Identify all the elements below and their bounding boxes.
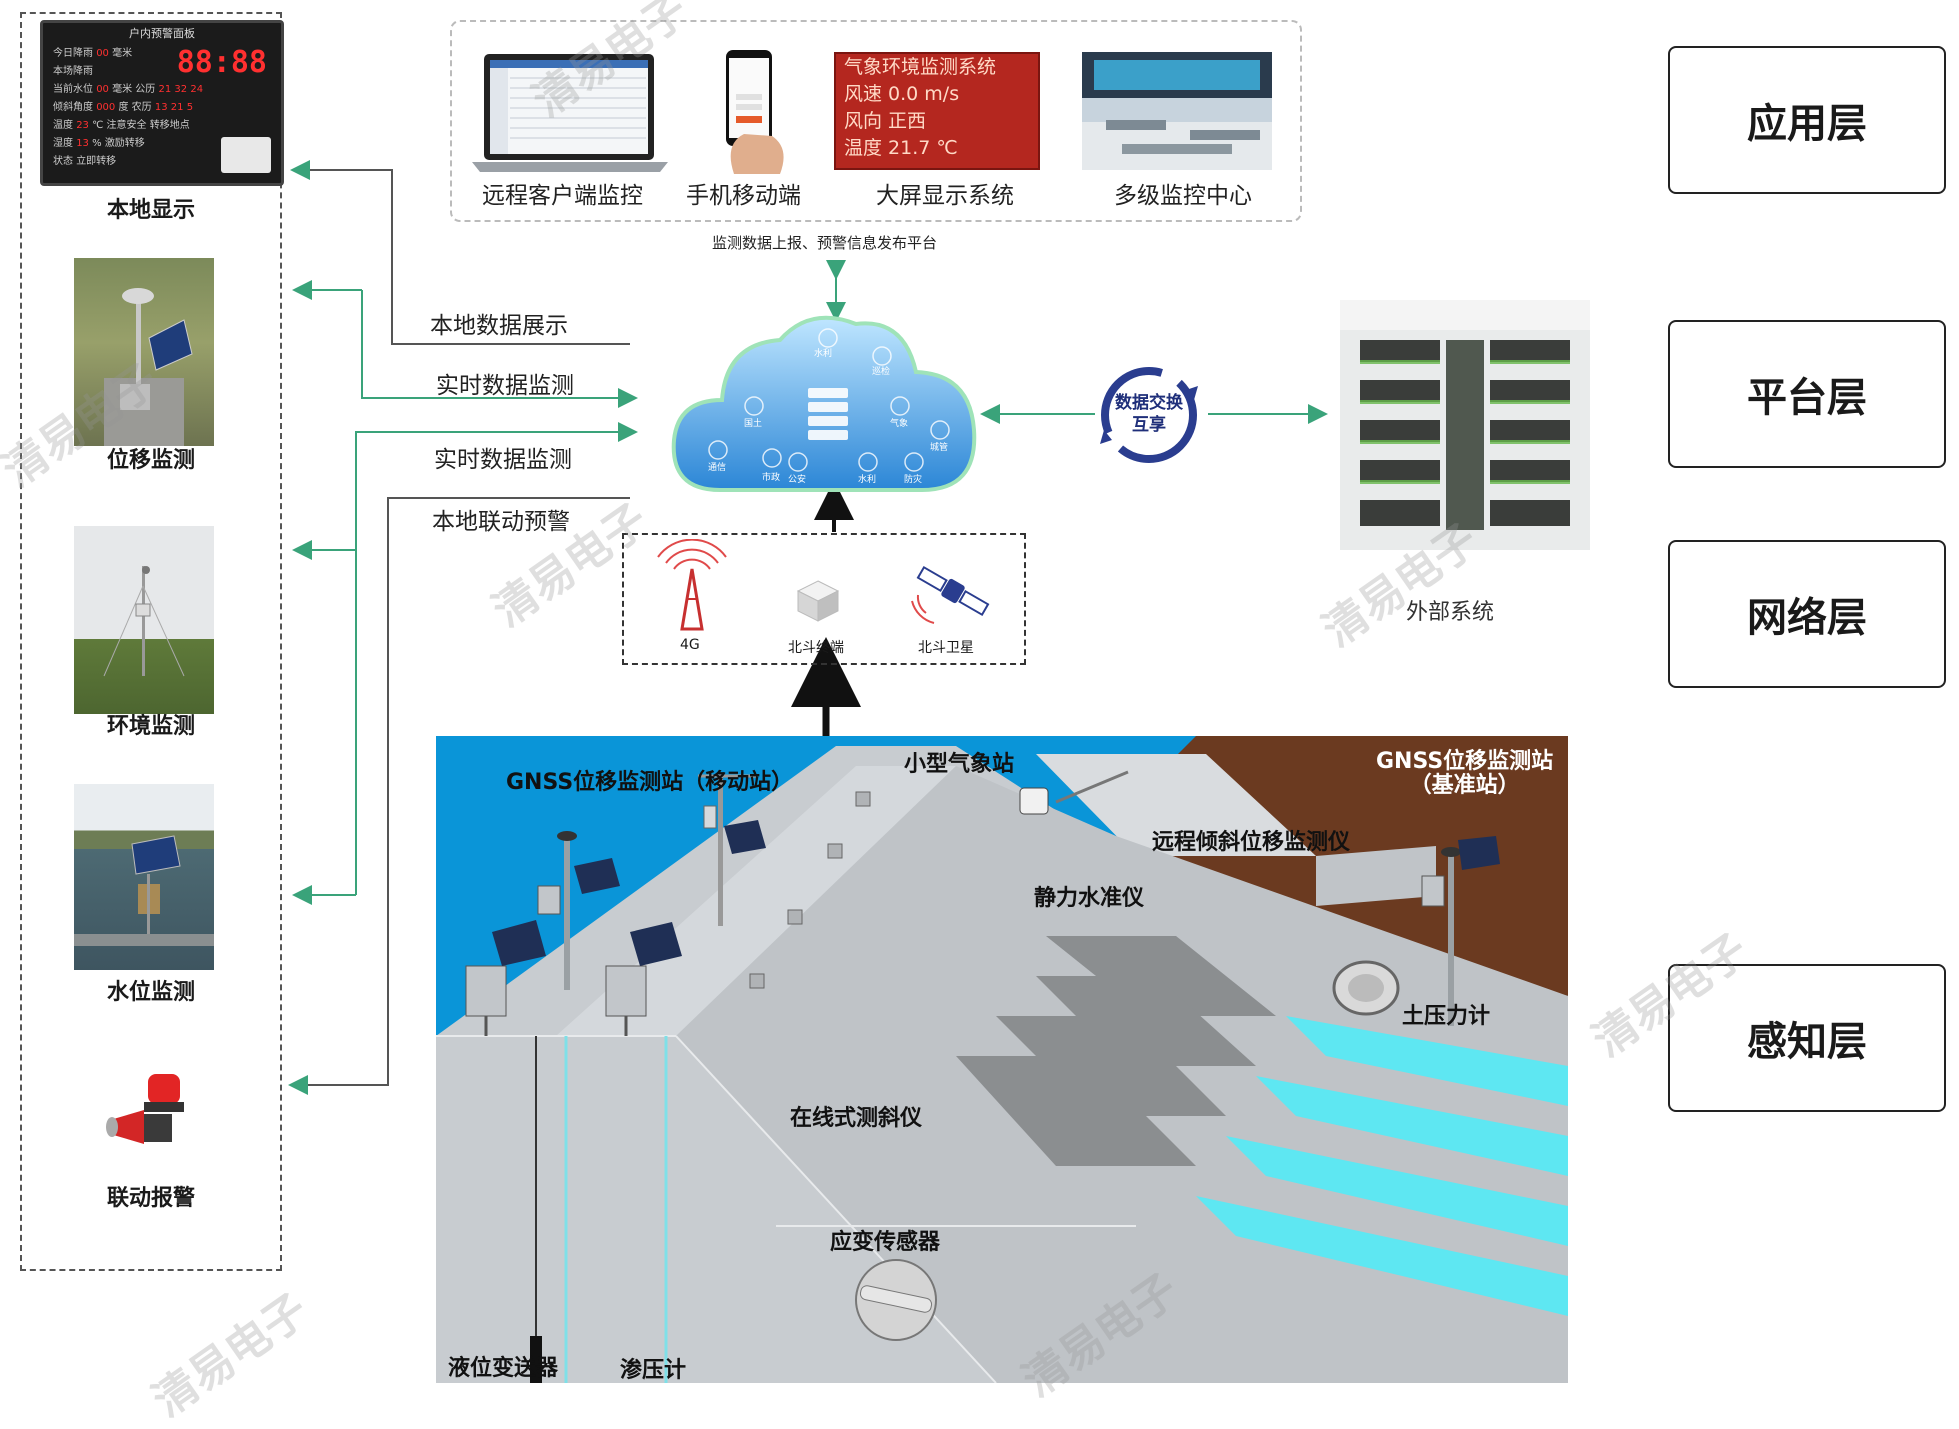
static-level-label: 静力水准仪 — [1034, 886, 1145, 911]
cloud-tag-weather: 气象 — [890, 419, 909, 429]
local-display-label: 本地显示 — [106, 198, 195, 223]
beidou-terminal-icon — [796, 579, 840, 623]
tower-icon — [652, 538, 732, 635]
led-row: 湿度 13 % 激励转移 — [53, 138, 145, 149]
flow-label-realtime-1: 实时数据监测 — [436, 373, 574, 399]
displacement-label: 位移监测 — [106, 448, 195, 473]
network-4g-label: 4G — [680, 637, 700, 653]
gnss-base-label: GNSS位移监测站 （基准站） — [1376, 750, 1553, 798]
cloud-tag-water: 水利 — [814, 349, 833, 359]
layer-perception: 感知层 — [1668, 964, 1946, 1112]
flow-label-local-display: 本地数据展示 — [430, 313, 568, 339]
inclinometer-label: 在线式测斜仪 — [790, 1106, 923, 1131]
mobile-label: 手机移动端 — [686, 183, 801, 209]
cloud-tag-police: 公安 — [788, 475, 807, 485]
cloud-tag-comm: 通信 — [708, 463, 727, 473]
cloud-tag-patrol: 巡检 — [872, 367, 891, 377]
flow-line-local-display — [290, 160, 630, 345]
connector-lines — [288, 160, 1328, 1095]
exchange-badge: 数据交换互享 — [1094, 360, 1204, 470]
cloud-tag-water-2: 水利 — [858, 475, 877, 485]
led-board-title: 户内预警面板 — [129, 27, 195, 40]
alarm-label: 联动报警 — [106, 1186, 195, 1211]
led-row: 状态 立即转移 — [53, 156, 117, 167]
application-box: 远程客户端监控 手机移动端 气象环境监测系统 风速 0.0 m/s 风向 正西 … — [450, 20, 1302, 222]
water-level-label: 水位监测 — [106, 980, 195, 1005]
displacement-photo — [74, 258, 214, 446]
led-row: 当前水位 00 毫米 公历 21 32 24 — [53, 84, 204, 95]
led-line-4: 温度 21.7 ℃ — [844, 137, 958, 159]
water-level-photo — [74, 784, 214, 970]
gnss-mobile-label: GNSS位移监测站（移动站） — [506, 770, 794, 795]
remote-client-label: 远程客户端监控 — [482, 183, 643, 209]
flow-line-realtime-1 — [361, 290, 638, 408]
strain-sensor-label: 应变传感器 — [830, 1230, 941, 1255]
phone-image — [714, 48, 794, 178]
flow-label-linkage: 本地联动预警 — [432, 509, 570, 535]
cloud-tag-land: 国土 — [744, 419, 763, 429]
seepage-meter-label: 渗压计 — [620, 1358, 687, 1383]
platform-caption: 监测数据上报、预警信息发布平台 — [712, 234, 938, 252]
cloud-tag-urban: 城管 — [930, 443, 949, 453]
field-scene: GNSS位移监测站（移动站） 小型气象站 GNSS位移监测站 （基准站） 远程倾… — [436, 736, 1568, 1384]
layer-network: 网络层 — [1668, 540, 1946, 688]
alarm-photo — [100, 1066, 200, 1166]
layer-application: 应用层 — [1668, 46, 1946, 194]
led-line-1: 气象环境监测系统 — [844, 56, 997, 78]
beidou-terminal-label: 北斗终端 — [788, 640, 844, 656]
weather-station-label: 小型气象站 — [904, 752, 1015, 777]
tilt-monitor-label: 远程倾斜位移监测仪 — [1152, 830, 1351, 855]
big-screen-label: 大屏显示系统 — [876, 183, 1014, 209]
led-line-3: 风向 正西 — [844, 110, 927, 132]
environment-label: 环境监测 — [106, 714, 195, 739]
layer-platform: 平台层 — [1668, 320, 1946, 468]
network-box: 4G 北斗终端 北斗卫星 — [622, 533, 1026, 665]
led-row: 今日降雨 00 毫米 — [53, 48, 133, 59]
big-screen-image: 气象环境监测系统 风速 0.0 m/s 风向 正西 温度 21.7 ℃ — [834, 52, 1040, 170]
flow-label-realtime-2: 实时数据监测 — [434, 447, 572, 473]
gnss-base-label-line2: （基准站） — [1409, 773, 1520, 798]
environment-photo — [74, 526, 214, 714]
exchange-label: 数据交换互享 — [1115, 393, 1183, 435]
cloud-tag-disaster: 防灾 — [904, 475, 923, 485]
control-center-label: 多级监控中心 — [1114, 183, 1252, 209]
external-system-label: 外部系统 — [1406, 600, 1495, 625]
liquid-transmitter-label: 液位变送器 — [448, 1356, 559, 1381]
gnss-base-label-line1: GNSS位移监测站 — [1376, 749, 1554, 774]
beidou-satellite-label: 北斗卫星 — [918, 640, 974, 656]
led-row: 倾斜角度 000 度 农历 13 21 5 — [53, 102, 194, 113]
led-row: 本场降雨 — [53, 66, 93, 77]
satellite-icon — [908, 551, 998, 631]
control-center-image — [1082, 52, 1272, 170]
external-building — [1320, 300, 1610, 550]
local-devices-panel: 户内预警面板 88:88 今日降雨 00 毫米 本场降雨 当前水位 00 毫米 … — [20, 12, 284, 1271]
led-row: 温度 23 ℃ 注意安全 转移地点 — [53, 120, 190, 131]
flow-line-linkage — [288, 497, 630, 1095]
led-board-clock: 88:88 — [176, 45, 267, 80]
flow-line-realtime-2 — [355, 422, 638, 895]
laptop-image — [470, 48, 670, 178]
cloud-tag-municipal: 市政 — [762, 473, 781, 483]
cloud-platform: 巡检 水利 通信 国土 气象 城管 市政 公安 水利 防灾 — [660, 300, 990, 500]
led-warning-board: 户内预警面板 88:88 今日降雨 00 毫米 本场降雨 当前水位 00 毫米 … — [40, 20, 284, 186]
soil-pressure-label: 土压力计 — [1402, 1004, 1491, 1029]
led-line-2: 风速 0.0 m/s — [844, 83, 960, 105]
